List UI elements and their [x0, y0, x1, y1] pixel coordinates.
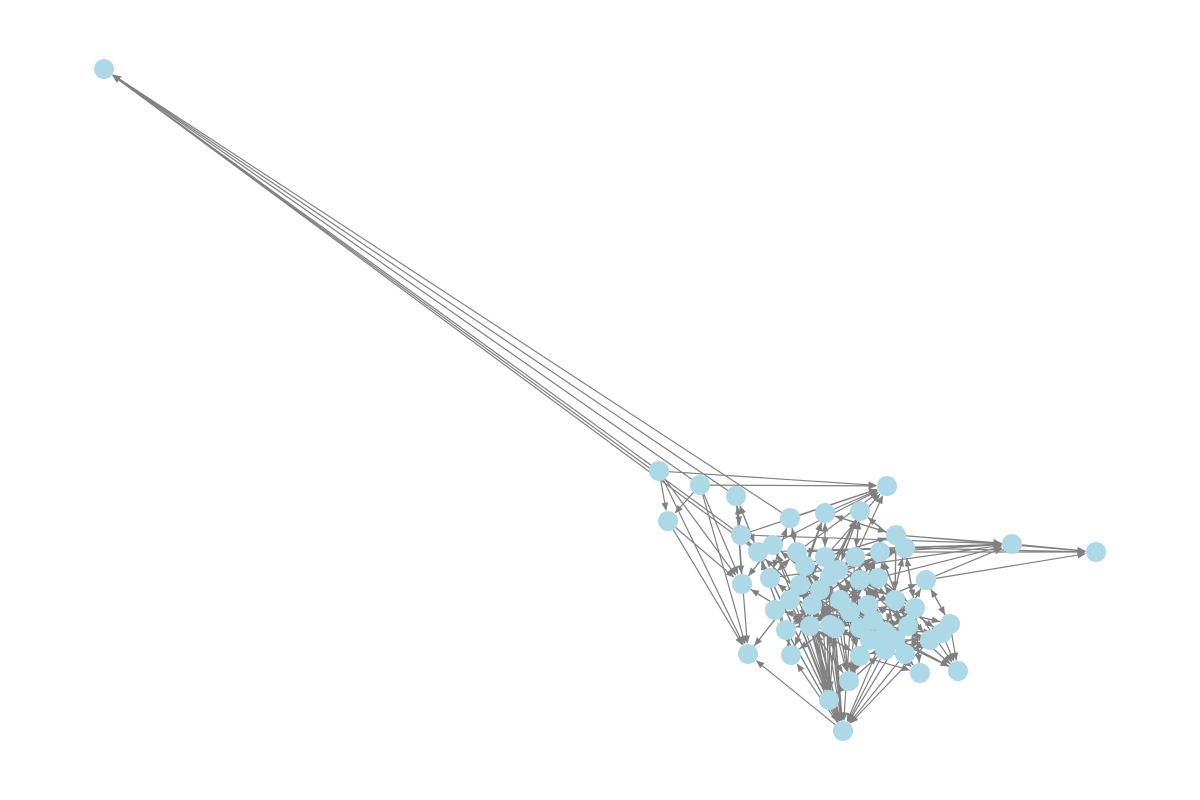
graph-edge [799, 488, 878, 516]
graph-edge [851, 589, 858, 603]
graph-edge [935, 551, 1086, 579]
graph-node [898, 616, 918, 636]
graph-edge [825, 634, 833, 690]
graph-node [765, 600, 785, 620]
graph-edge [904, 558, 914, 599]
graph-node [860, 630, 880, 650]
graph-edge [821, 605, 841, 612]
graph-node [863, 610, 883, 630]
graph-node [820, 615, 840, 635]
graph-node [800, 616, 820, 636]
graph-edge [112, 74, 729, 491]
graph-edge [739, 505, 755, 543]
graph-node [763, 535, 783, 555]
graph-node [850, 570, 870, 590]
graph-edge [675, 527, 735, 578]
graph-node [726, 486, 746, 506]
graph-node [845, 547, 865, 567]
graph-node [790, 575, 810, 595]
graph-edge [748, 542, 757, 551]
graph-edge [905, 535, 1086, 554]
graph-edge [703, 493, 739, 575]
graph-edge [854, 521, 862, 548]
graph-node [780, 590, 800, 610]
graph-edge [834, 537, 887, 555]
graph-node [868, 568, 888, 588]
graph-node [649, 461, 669, 481]
graph-node [828, 560, 848, 580]
graph-node [690, 475, 710, 495]
graph-node [948, 661, 968, 681]
graph-edge [945, 641, 955, 662]
graph-node [732, 574, 752, 594]
graph-node [885, 590, 905, 610]
graph-edge [709, 482, 877, 490]
graph-edge [840, 520, 857, 561]
graph-node [795, 556, 815, 576]
graph-node [760, 568, 780, 588]
graph-node [810, 580, 830, 600]
graph-edge [807, 522, 822, 557]
graph-node [1002, 534, 1022, 554]
graph-edge [112, 74, 693, 480]
graph-node [916, 570, 936, 590]
graph-edge [660, 480, 669, 512]
graph-node [932, 623, 952, 643]
graph-node [870, 542, 890, 562]
graph-edge [835, 637, 845, 721]
graph-node [815, 503, 835, 523]
graph-edge [829, 638, 837, 691]
graph-edge [786, 639, 793, 649]
graph-edge [914, 547, 1086, 555]
graph-edge [664, 478, 736, 576]
graph-node [895, 538, 915, 558]
nodes-layer [94, 59, 1106, 741]
graph-edge [112, 75, 734, 530]
graph-node [850, 501, 870, 521]
graph-node [910, 663, 930, 683]
graph-node [781, 645, 801, 665]
graph-edge [796, 663, 838, 724]
graph-edge [790, 527, 798, 543]
graph-node [738, 644, 758, 664]
graph-node [850, 646, 870, 666]
graph-edge [951, 633, 959, 662]
graph-edge [668, 471, 877, 489]
graph-node [802, 595, 822, 615]
graph-edge [892, 545, 900, 591]
graph-node [748, 542, 768, 562]
graph-edge [833, 489, 878, 510]
graph-edge [838, 610, 849, 672]
graph-edge [849, 661, 900, 724]
graph-edge [755, 660, 836, 726]
graph-edge [799, 590, 811, 598]
graph-edge [811, 635, 828, 691]
graph-node [877, 476, 897, 496]
graph-node [819, 690, 839, 710]
graph-edge [930, 588, 946, 616]
graph-edge [112, 75, 751, 547]
graph-edge [914, 541, 1002, 549]
graph-node [895, 644, 915, 664]
graph-node [815, 547, 835, 567]
graph-edge [662, 479, 744, 645]
graph-edge [112, 74, 782, 514]
graph-edge [735, 506, 742, 526]
graph-node [780, 508, 800, 528]
graph-node [731, 525, 751, 545]
graph-edge [847, 658, 881, 722]
graph-node [1086, 542, 1106, 562]
graph-node [94, 59, 114, 79]
graph-edge [672, 529, 743, 646]
graph-node [840, 602, 860, 622]
graph-node [776, 620, 796, 640]
graph-node [833, 721, 853, 741]
graph-node [839, 671, 859, 691]
graph-edge [934, 547, 1003, 577]
graph-edge [776, 559, 790, 572]
graph-node [905, 598, 925, 618]
graph-node [658, 511, 678, 531]
graph-node [885, 630, 905, 650]
